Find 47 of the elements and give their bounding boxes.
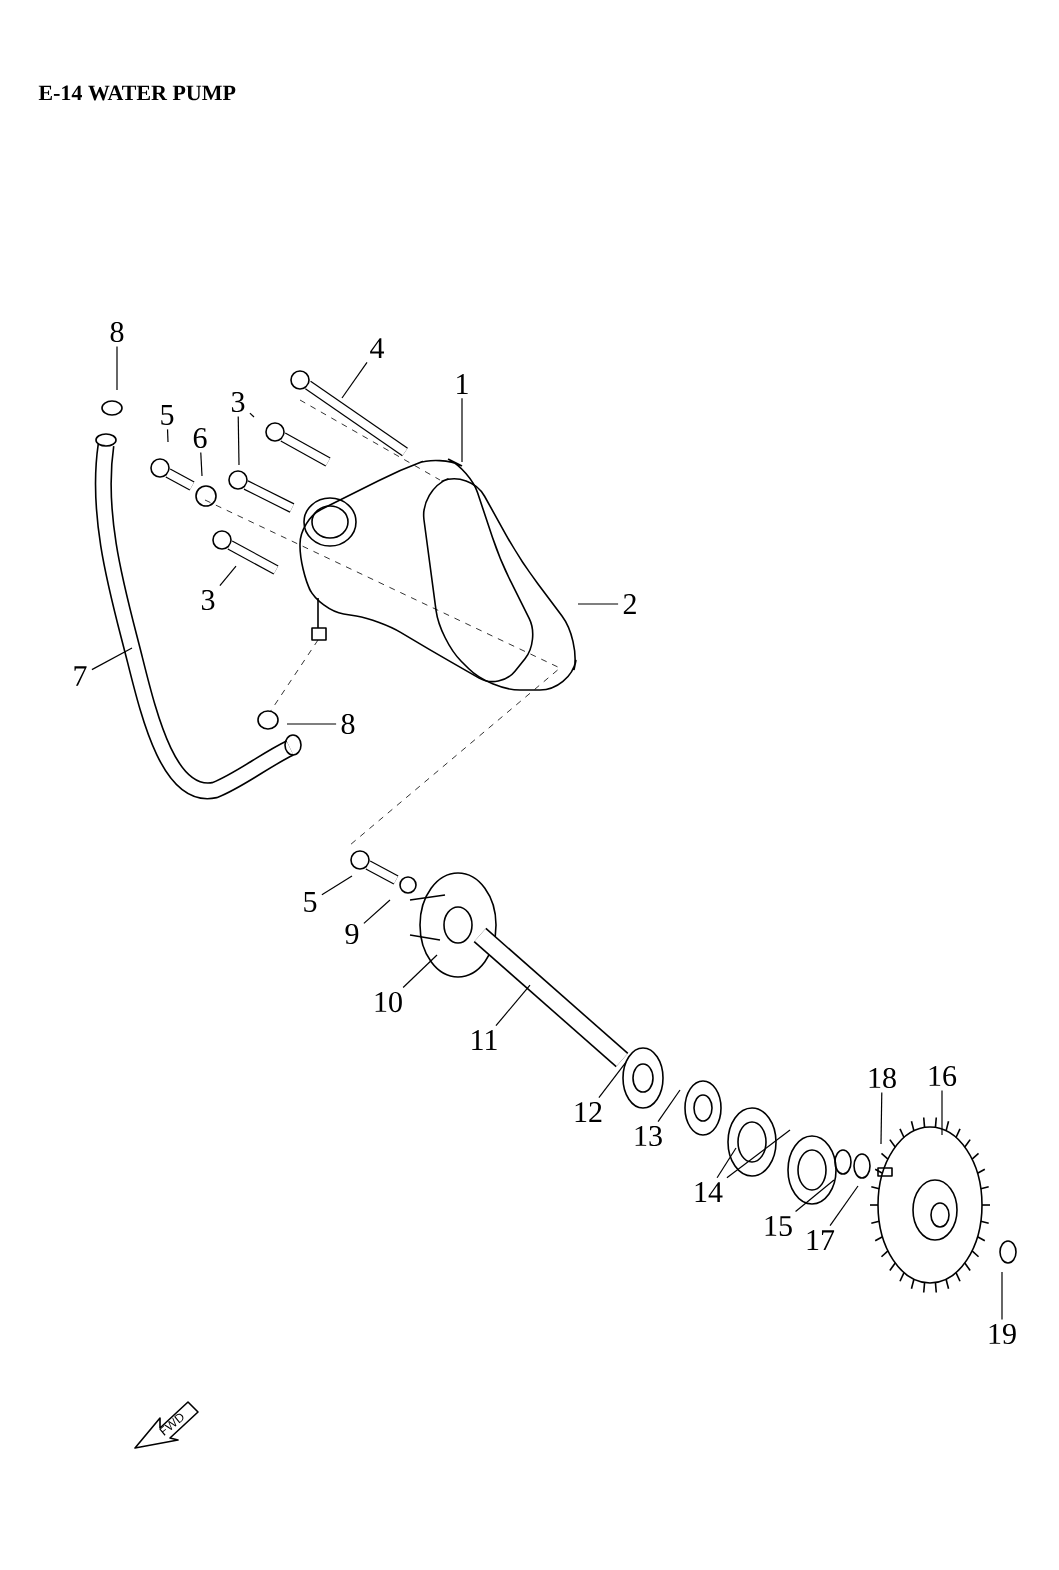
callout-number: 7	[74, 666, 87, 686]
leader-line	[795, 1179, 835, 1213]
callout-number: 8	[110, 321, 124, 343]
leader-line	[249, 412, 255, 418]
callout-number: 2	[623, 594, 636, 614]
callout-number: 9	[345, 923, 359, 945]
leader-line	[237, 415, 240, 466]
leader-line	[402, 954, 438, 989]
leader-line	[341, 361, 368, 399]
callout-number: 18	[869, 1067, 896, 1089]
leader-line	[166, 428, 169, 443]
leader-line	[716, 1147, 737, 1179]
callout-number: 8	[341, 713, 355, 735]
callout-number: 5	[304, 892, 317, 912]
leader-line	[1001, 1271, 1003, 1321]
callout-number: 19	[989, 1323, 1016, 1345]
leader-line	[363, 899, 391, 924]
callout-number: 16	[929, 1065, 957, 1087]
callout-number: 3	[201, 589, 215, 611]
callout-number: 11	[472, 1030, 497, 1050]
callout-number: 10	[375, 991, 402, 1013]
leader-line	[657, 1089, 681, 1123]
callout-number: 4	[370, 338, 384, 358]
callout-number: 3	[231, 391, 245, 413]
leader-line	[598, 1061, 627, 1099]
leader-line	[495, 984, 531, 1027]
leader-line	[577, 603, 619, 605]
leader-line	[200, 451, 203, 477]
callout-number: 1	[457, 374, 468, 394]
callout-number: 6	[193, 427, 207, 449]
callout-number: 17	[807, 1230, 835, 1250]
leader-line	[726, 1129, 791, 1179]
leader-line	[219, 565, 237, 587]
callout-number: 15	[765, 1216, 792, 1237]
leader-line	[91, 647, 133, 671]
leader-line	[461, 397, 463, 463]
leader-line	[829, 1185, 859, 1227]
callout-number: 12	[575, 1102, 602, 1122]
leader-line	[880, 1091, 883, 1145]
leader-line	[286, 723, 337, 725]
callout-number: 5	[161, 405, 174, 425]
leader-line	[321, 875, 353, 896]
leader-line	[116, 345, 118, 391]
callout-number: 14	[695, 1182, 723, 1202]
callout-number: 13	[635, 1125, 662, 1147]
title: E-14 WATER PUMP	[38, 85, 236, 101]
leader-line	[941, 1089, 943, 1136]
